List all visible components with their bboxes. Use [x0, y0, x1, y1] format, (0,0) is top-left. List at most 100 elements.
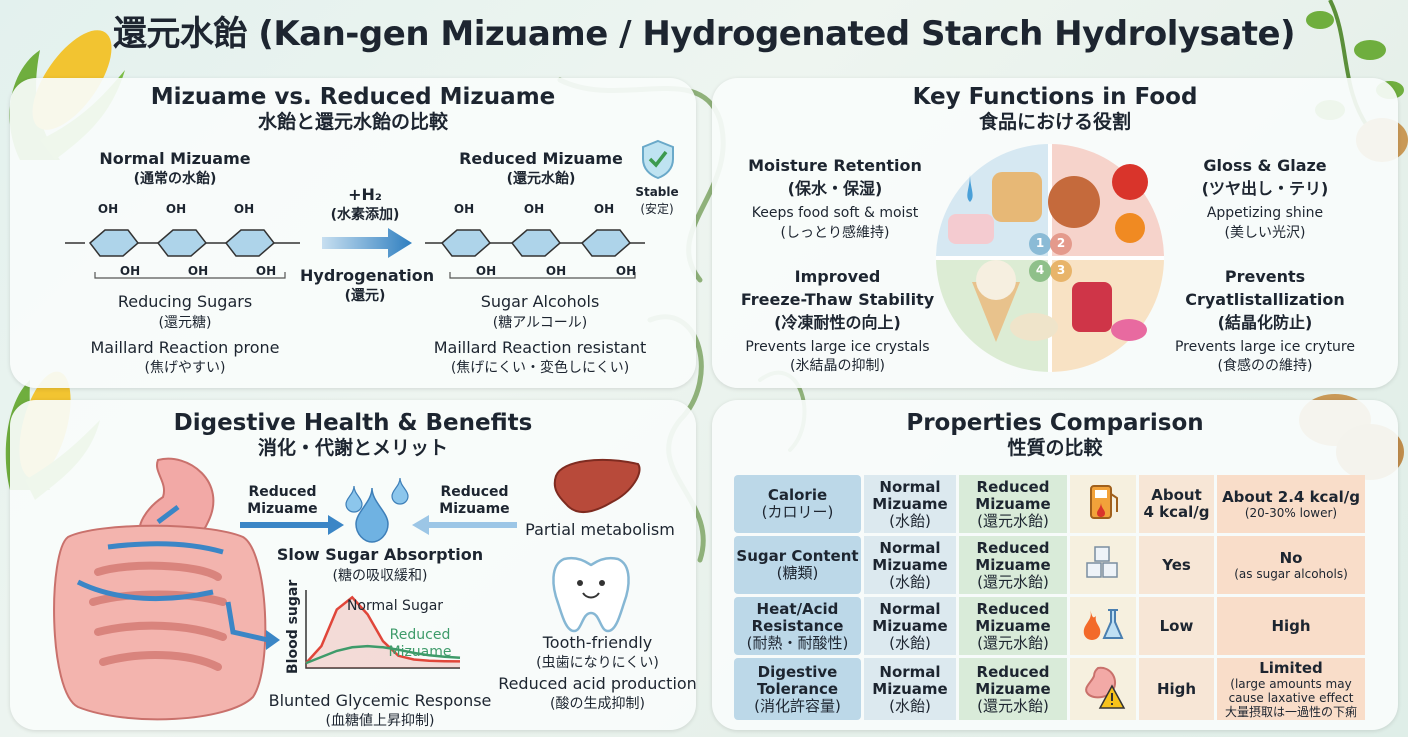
hydrogen-formula-ja: (水素添加)	[330, 207, 400, 223]
legend-reduced: Reduced	[389, 627, 451, 643]
normal-label: Normal	[879, 538, 941, 557]
reduced-value-note: (large amounts may	[1230, 676, 1352, 691]
property-name: Digestive	[757, 662, 838, 681]
water-drops-icon	[345, 477, 409, 543]
page-title: 還元水飴 (Kan-gen Mizuame / Hydrogenated Sta…	[112, 14, 1296, 54]
reducing-sugars-label-ja: (還元糖)	[158, 315, 212, 331]
function-4-desc: Prevents large ice crystals	[745, 339, 930, 355]
reduced-label: Reduced	[976, 662, 1050, 681]
maillard-resistant-label-ja: (焦げにくい・変色しにくい)	[450, 360, 630, 376]
function-3-title-line2: Cryatlistallization	[1185, 290, 1345, 309]
reduced-value-cell: About 2.4 kcal/g(20-30% lower)	[1217, 475, 1365, 533]
stomach-warning-icon	[1070, 658, 1136, 720]
property-name-ja: (耐熱・耐酸性)	[746, 633, 849, 652]
chart-ylabel: Blood sugar	[285, 579, 301, 674]
series-line-0	[305, 595, 461, 664]
property-name-cell: Sugar Content(糖類)	[734, 536, 861, 594]
properties-heading-ja: 性質の比較	[1007, 437, 1103, 459]
hydrogenation-label-ja: (還元)	[344, 288, 386, 304]
fuel-pump-icon	[1070, 475, 1136, 533]
reduced-value: No	[1279, 548, 1303, 567]
reduced-value-cell: High	[1217, 597, 1365, 655]
comparison-heading: Mizuame vs. Reduced Mizuame	[150, 84, 556, 110]
function-number-2: 2	[1056, 236, 1066, 250]
oh-label: OH	[523, 202, 545, 216]
function-3-desc: Prevents large ice cryture	[1174, 339, 1355, 355]
normal-label-2: Mizuame	[872, 555, 948, 574]
reduced-value: High	[1271, 616, 1311, 635]
oh-label: OH	[119, 264, 141, 278]
function-4-title: Improved	[794, 267, 881, 286]
function-number-4: 4	[1035, 263, 1045, 277]
reduced-label-left: Reduced	[248, 484, 317, 500]
reduced-acid-label-ja: (酸の生成抑制)	[550, 696, 645, 712]
mizuame-label-right: Mizuame	[439, 501, 510, 517]
reduced-label-ja: (還元水飴)	[977, 696, 1049, 715]
maillard-prone-label-ja: (焦げやすい)	[144, 360, 226, 376]
property-name-ja: (消化許容量)	[754, 696, 841, 715]
maillard-resistant-label: Maillard Reaction resistant	[433, 338, 647, 357]
normal-label-2: Mizuame	[872, 679, 948, 698]
chart-title: Blunted Glycemic Response	[268, 691, 492, 710]
property-name-ja: (カロリー)	[761, 503, 834, 521]
oh-label: OH	[165, 202, 187, 216]
property-name-2: Tolerance	[756, 679, 839, 698]
property-name: Sugar Content	[736, 547, 859, 565]
normal-label-2: Mizuame	[872, 616, 948, 635]
reduced-label: Reduced	[976, 538, 1050, 557]
functions-pie-diagram	[936, 144, 1164, 372]
normal-label: Normal	[879, 662, 941, 681]
flame-flask-icon	[1070, 597, 1136, 655]
reduced-label: Reduced	[976, 477, 1050, 496]
reduced-value-note-2: cause laxative effect	[1228, 690, 1354, 705]
property-name: Calorie	[767, 486, 828, 504]
normal-label-ja: (水飴)	[889, 511, 931, 530]
normal-label: Normal	[879, 477, 941, 496]
reduced-value-note-3: 大量摂取は一過性の下痢	[1224, 704, 1357, 719]
glycemic-chart	[305, 590, 461, 669]
sugar-cubes-icon	[1070, 536, 1136, 594]
reduced-value-cell: No(as sugar alcohols)	[1217, 536, 1365, 594]
reduced-label-2: Mizuame	[975, 494, 1051, 513]
property-name: Heat/Acid	[756, 599, 839, 618]
legend-mizuame: Mizuame	[388, 644, 452, 660]
function-1-title: Moisture Retention	[748, 156, 922, 175]
property-name-2: Resistance	[751, 616, 844, 635]
normal-mizuame-label-ja: (通常の水飴)	[133, 171, 217, 187]
properties-heading: Properties Comparison	[906, 410, 1204, 436]
function-1-desc-ja: (しっとり感維持)	[780, 225, 890, 241]
liver-icon	[553, 459, 641, 513]
slow-absorption-label: Slow Sugar Absorption	[276, 545, 484, 564]
reduced-value: Limited	[1259, 658, 1323, 677]
arrow-right-icon	[240, 515, 344, 535]
function-3-title-ja: (結晶化防止)	[1217, 313, 1313, 332]
reduced-label-2: Mizuame	[975, 555, 1051, 574]
function-1-desc: Keeps food soft & moist	[751, 205, 919, 221]
function-4-title-line2: Freeze-Thaw Stability	[740, 290, 935, 309]
reduced-value: About 2.4 kcal/g	[1222, 487, 1360, 506]
oh-label: OH	[255, 264, 277, 278]
function-4-desc-ja: (氷結晶の抑制)	[790, 358, 885, 374]
sugar-alcohols-label-ja: (糖アルコール)	[492, 315, 588, 331]
reduced-label-ja: (還元水飴)	[977, 633, 1049, 652]
normal-label-ja: (水飴)	[889, 696, 931, 715]
function-1-title-ja: (保水・保湿)	[787, 179, 883, 198]
reduced-label-ja: (還元水飴)	[977, 511, 1049, 530]
stable-label-ja: (安定)	[640, 202, 674, 216]
normal-mizuame-label: Normal Mizuame	[99, 149, 251, 168]
normal-label-ja: (水飴)	[889, 633, 931, 652]
normal-molecule-diagram	[65, 229, 300, 279]
normal-value-2: 4 kcal/g	[1143, 503, 1210, 521]
function-number-1: 1	[1035, 236, 1045, 250]
normal-value: High	[1156, 679, 1197, 698]
property-name-ja: (糖類)	[776, 564, 819, 582]
functions-heading: Key Functions in Food	[912, 84, 1198, 110]
arrow-left-icon	[412, 515, 517, 535]
